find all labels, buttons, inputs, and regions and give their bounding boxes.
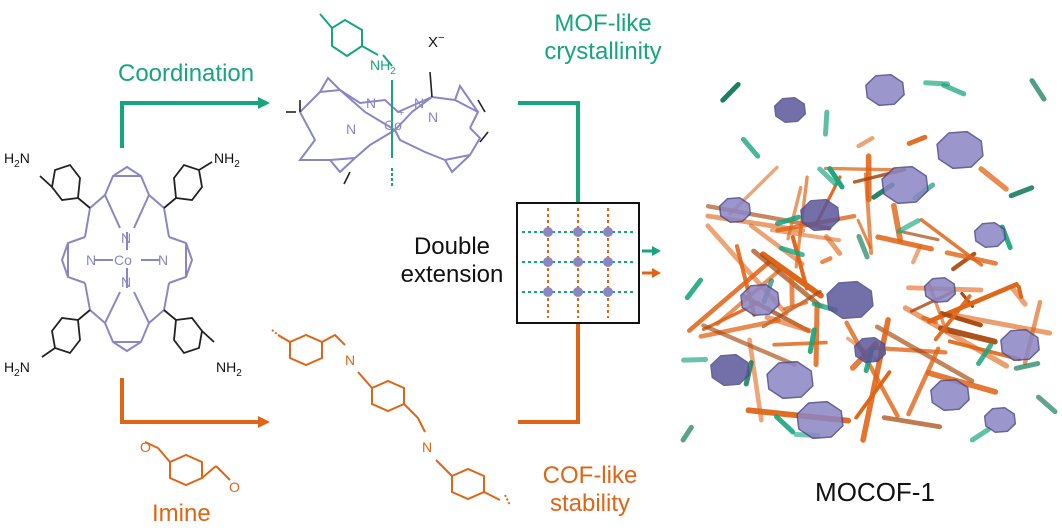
mof-like-line2: crystallinity	[528, 38, 678, 66]
imine-label: Imine	[152, 500, 211, 528]
output-arrows	[642, 246, 661, 278]
framework-linker	[774, 343, 826, 345]
cof-like-line2: stability	[520, 490, 660, 518]
framework-linker	[913, 246, 920, 262]
atom-n-c3: N	[346, 121, 356, 137]
framework-porphyrin-node	[797, 402, 843, 439]
framework-porphyrin-node	[866, 75, 904, 106]
framework-porphyrin-node	[925, 278, 956, 302]
framework-porphyrin-node	[882, 167, 928, 204]
framework-porphyrin-node	[827, 282, 873, 319]
monomer-atom-labels: N N N N Co H2N NH2 H2N NH2	[4, 150, 242, 379]
coordinated-porphyrin	[286, 14, 488, 186]
framework-porphyrin-node	[741, 285, 779, 316]
cof-like-label: COF-like stability	[520, 462, 660, 517]
framework-coordination-bond	[899, 221, 918, 232]
framework-coordination-bond	[684, 360, 706, 361]
double-line2: extension	[394, 261, 510, 289]
atom-n-c1: N	[366, 95, 376, 111]
framework-linker	[816, 304, 817, 364]
atom-co-center: Co	[114, 252, 132, 268]
atom-n-c2: N	[414, 95, 424, 111]
framework-linker	[859, 138, 873, 146]
atom-n-imine-1: N	[345, 352, 355, 368]
framework-linker	[981, 169, 1006, 189]
framework-coordination-bond	[687, 280, 700, 298]
atom-n-bottom: N	[121, 274, 131, 290]
double-extension-label: Double extension	[394, 233, 510, 288]
h2n-top-left: H2N	[4, 150, 30, 170]
framework-coordination-bond	[1039, 397, 1055, 411]
framework-linker	[878, 237, 931, 249]
mof-like-label: MOF-like crystallinity	[528, 10, 678, 65]
framework-linker	[909, 137, 925, 143]
framework-porphyrin-node	[720, 198, 751, 222]
framework-porphyrin-node	[775, 98, 806, 122]
framework-porphyrin-node	[855, 338, 886, 362]
nh2-coordinated: NH2	[370, 57, 396, 77]
framework-porphyrin-node	[985, 408, 1016, 432]
atom-n-imine-2: N	[422, 439, 432, 455]
nh2-bottom-right: NH2	[216, 359, 242, 379]
mocof-framework-structure	[683, 75, 1055, 440]
framework-porphyrin-node	[975, 223, 1006, 247]
double-extension-grid	[517, 203, 639, 323]
framework-coordination-bond	[723, 85, 738, 101]
mof-like-line1: MOF-like	[528, 10, 678, 38]
framework-porphyrin-node	[931, 380, 969, 411]
atom-co-coordinated: Co	[384, 117, 402, 133]
product-label: MOCOF-1	[800, 478, 950, 508]
framework-coordination-bond	[1032, 81, 1044, 99]
cof-like-line1: COF-like	[520, 462, 660, 490]
framework-linker	[894, 206, 900, 241]
framework-coordination-bond	[826, 112, 827, 134]
atom-o-2: O	[229, 479, 240, 495]
atom-n-c4: N	[428, 109, 438, 125]
atom-o-1: O	[140, 439, 151, 455]
framework-linker	[826, 168, 896, 169]
framework-linker	[822, 258, 830, 262]
framework-linker	[902, 232, 938, 240]
imine-atom-labels: N N	[345, 352, 432, 455]
framework-coordination-bond	[944, 85, 964, 94]
framework-coordination-bond	[810, 330, 814, 352]
framework-coordination-bond	[1011, 188, 1032, 196]
nh2-top-right: NH2	[214, 150, 240, 170]
counter-anion: X−	[428, 32, 444, 51]
framework-coordination-bond	[1016, 364, 1037, 369]
coordination-label: Coordination	[118, 60, 254, 88]
terephthalaldehyde	[145, 442, 230, 485]
framework-porphyrin-node	[801, 200, 839, 231]
framework-porphyrin-node	[937, 132, 983, 169]
framework-coordination-bond	[743, 139, 757, 156]
framework-coordination-bond	[683, 427, 691, 440]
imine-arrow	[122, 378, 270, 428]
atom-n-top: N	[121, 230, 131, 246]
framework-porphyrin-node	[711, 355, 749, 386]
coordination-arrow	[122, 97, 270, 148]
atom-n-left: N	[86, 252, 96, 268]
framework-coordination-bond	[972, 429, 988, 440]
framework-porphyrin-node	[767, 362, 813, 399]
h2n-bottom-left: H2N	[4, 359, 30, 379]
imine-linker	[272, 330, 510, 505]
framework-linker	[884, 418, 939, 427]
atom-n-right: N	[158, 252, 168, 268]
charge-plus: +	[398, 107, 404, 119]
double-line1: Double	[394, 233, 510, 261]
framework-coordination-bond	[777, 417, 793, 432]
framework-porphyrin-node	[1001, 330, 1039, 361]
